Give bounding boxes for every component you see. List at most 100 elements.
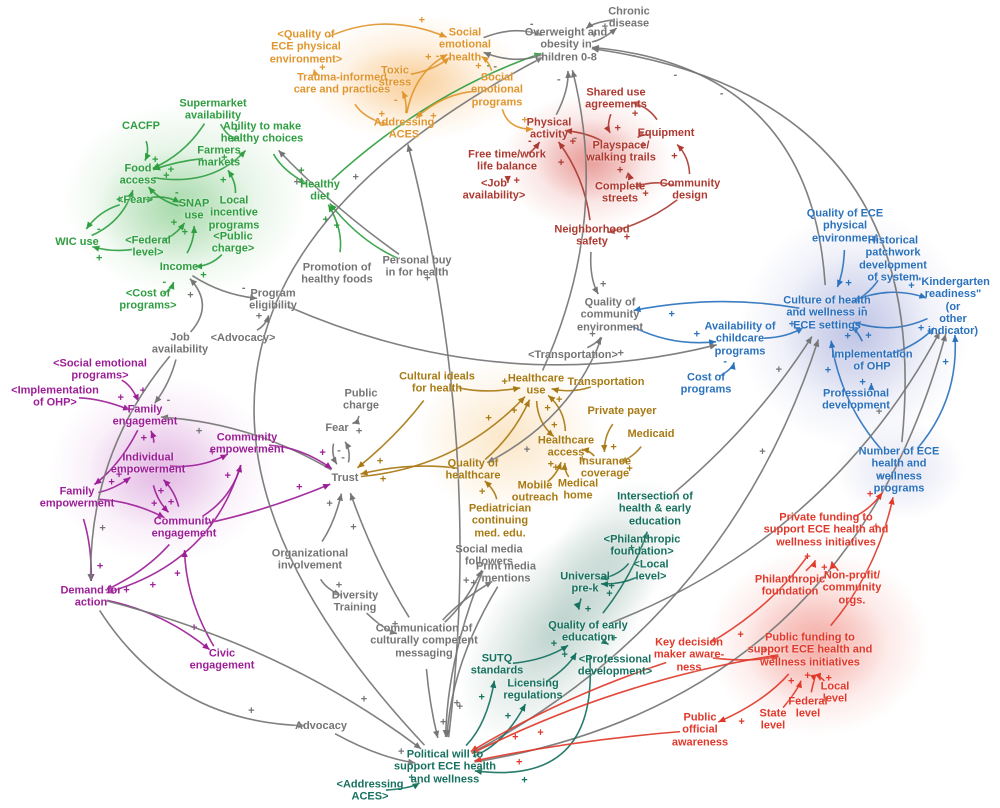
node-promotion: Promotion of healthy foods: [301, 261, 373, 286]
node-q_ece_phys_env: Quality of ECE physical environment: [806, 207, 884, 245]
arrowhead-icon: [94, 477, 102, 485]
orange-cluster-blob-core: [310, 30, 510, 140]
arrowhead-icon: [474, 768, 483, 775]
edge-polarity-sign: +: [323, 214, 329, 226]
edge-polarity-sign: +: [123, 585, 129, 597]
arrowhead-icon: [940, 334, 947, 342]
edge-polarity-sign: -: [720, 88, 724, 100]
node-community_design: Community design: [659, 177, 721, 202]
node-num_ece: Number of ECE health and wellness progra…: [858, 445, 940, 495]
edge-polarity-sign: +: [524, 444, 530, 456]
edge-polarity-sign: -: [493, 61, 497, 73]
edge-polarity-sign: +: [878, 471, 884, 483]
arrowhead-icon: [558, 141, 566, 150]
edge-polarity-sign: +: [377, 455, 383, 467]
edge-polarity-sign: +: [294, 177, 300, 189]
edge-polarity-sign: +: [759, 446, 765, 458]
edge-polarity-sign: +: [168, 164, 174, 176]
node-food_access: Food access: [119, 162, 157, 187]
node-phil_found_s: <Philanthropic foundation>: [603, 533, 681, 558]
arrowhead-icon: [504, 175, 511, 183]
arrowhead-icon: [153, 164, 161, 171]
node-toxic_stress: Toxic stress: [378, 64, 412, 89]
arrowhead-icon: [718, 716, 727, 723]
edge-polarity-sign: +: [579, 454, 585, 466]
edge-public_funding-to-political_will: [471, 654, 779, 755]
arrowhead-icon: [631, 100, 640, 108]
edge-polarity-sign: +: [640, 140, 646, 152]
arrowhead-icon: [487, 456, 495, 463]
edge-polarity-sign: -: [436, 50, 440, 62]
edge-demand-to-political_will: [106, 600, 422, 750]
blue-cluster-blob: [695, 165, 1000, 495]
node-nonprofit: Non-profit/ community orgs.: [822, 569, 882, 607]
arrowhead-icon: [918, 292, 927, 299]
arrowhead-icon: [433, 730, 440, 738]
node-culture: Culture of health and wellness in ECE se…: [783, 294, 871, 332]
arrowhead-icon: [565, 70, 572, 79]
edge-q_comm_env-to-avail_childcare: [630, 325, 717, 344]
node-advocacy_s: <Advocacy>: [210, 331, 276, 344]
arrowhead-icon: [177, 222, 185, 231]
edge-healthy_diet-to-overweight: [331, 52, 542, 181]
arrowhead-icon: [297, 722, 306, 729]
arrowhead-icon: [86, 221, 93, 229]
edge-polarity-sign: +: [152, 154, 158, 166]
node-q_comm_env: Quality of community environment: [576, 296, 644, 334]
edge-q_ece_phys_env_s-to-soc_emo_health: [327, 23, 447, 38]
edge-polarity-sign: +: [440, 716, 446, 728]
node-medicaid: Medicaid: [627, 427, 675, 440]
node-civic: Civic engagement: [189, 647, 255, 672]
node-ind_emp: Individual empowerment: [110, 451, 186, 476]
arrowhead-icon: [349, 493, 356, 501]
node-family_emp: Family empowerment: [39, 485, 115, 510]
node-transportation_s: <Transportation>: [528, 348, 618, 361]
node-sutq: SUTQ standards: [470, 652, 524, 677]
arrowhead-icon: [534, 29, 542, 36]
edge-polarity-sign: +: [918, 323, 924, 335]
edge-culture-to-q_comm_env: [633, 300, 800, 312]
node-federal_s: <Federal level>: [125, 234, 171, 259]
arrowhead-icon: [555, 462, 562, 470]
edge-polarity-sign: +: [859, 377, 865, 389]
arrowhead-icon: [551, 387, 560, 394]
edge-polarity-sign: -: [162, 276, 166, 288]
edge-polarity-sign: +: [233, 124, 239, 136]
arrowhead-icon: [92, 245, 100, 252]
arrowhead-icon: [439, 54, 448, 61]
arrowhead-icon: [191, 225, 198, 234]
edge-polarity-sign: -: [862, 301, 866, 313]
edge-polarity-sign: -: [557, 74, 561, 86]
arrowhead-icon: [642, 531, 648, 540]
edge-polarity-sign: +: [171, 217, 177, 229]
edge-polarity-sign: +: [614, 123, 620, 135]
edge-polarity-sign: +: [516, 756, 522, 768]
arrowhead-icon: [278, 150, 286, 158]
node-hc_use: Healthcare use: [507, 372, 565, 397]
edge-polarity-sign: +: [671, 150, 677, 162]
arrowhead-icon: [360, 469, 369, 476]
arrowhead-icon: [637, 130, 645, 138]
edge-q_early_ed-to-intersection: [602, 531, 649, 614]
arrowhead-icon: [535, 57, 544, 64]
node-key_decision: Key decision maker aware- ness: [653, 636, 725, 674]
arrowhead-icon: [709, 343, 717, 350]
edge-political_will-to-aces: [407, 144, 461, 738]
arrowhead-icon: [336, 493, 343, 502]
edge-kindergarten-to-culture: [853, 317, 928, 329]
node-prof_dev_s: <Professional development>: [577, 653, 653, 678]
edge-culture-to-kindergarten: [852, 291, 927, 303]
edge-polarity-sign: +: [873, 521, 879, 533]
edge-polarity-sign: +: [457, 701, 463, 713]
edge-polarity-sign: +: [479, 486, 485, 498]
node-medical_home: Medical home: [557, 477, 599, 502]
arrowhead-icon: [795, 680, 802, 689]
node-intersection: Intersection of health & early education: [617, 490, 693, 528]
edge-demand-to-civic: [106, 599, 211, 651]
node-fear: Fear: [325, 421, 349, 434]
arrowhead-icon: [132, 393, 139, 402]
arrowhead-icon: [523, 399, 530, 408]
edge-q_healthcare-to-trust: [360, 465, 458, 475]
arrowhead-icon: [875, 492, 883, 501]
